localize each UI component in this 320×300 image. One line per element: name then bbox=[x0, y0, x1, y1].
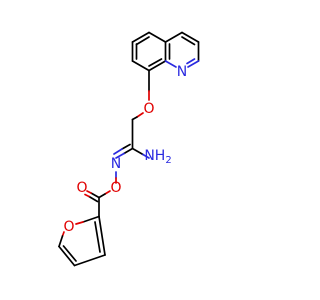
bond bbox=[123, 147, 134, 155]
oxime-nitrogen-label: N bbox=[111, 156, 121, 172]
bond bbox=[142, 153, 150, 159]
bond bbox=[181, 31, 200, 43]
molecule-structure: N O NH2 N O O O bbox=[58, 31, 200, 267]
bond bbox=[187, 60, 200, 68]
bond bbox=[121, 143, 131, 150]
bond bbox=[82, 215, 100, 223]
amine-label: NH2 bbox=[144, 148, 171, 166]
bond bbox=[104, 190, 111, 195]
molecule-canvas: N O NH2 N O O O bbox=[58, 31, 200, 267]
amine-subscript: 2 bbox=[165, 155, 171, 166]
bond bbox=[131, 116, 138, 121]
bond bbox=[84, 193, 90, 198]
bond bbox=[148, 31, 167, 43]
oxime-oxygen-label: O bbox=[110, 180, 121, 196]
bond bbox=[98, 193, 106, 199]
bond bbox=[113, 148, 123, 155]
bond bbox=[86, 190, 92, 194]
bond bbox=[148, 58, 163, 67]
bond bbox=[148, 60, 167, 72]
bond bbox=[131, 60, 150, 72]
bond bbox=[58, 235, 64, 248]
amine-text: NH bbox=[144, 148, 165, 164]
bond bbox=[136, 112, 144, 118]
bond bbox=[94, 221, 101, 253]
furan-oxygen-label: O bbox=[63, 219, 74, 235]
bond bbox=[135, 36, 150, 46]
bond bbox=[186, 58, 196, 65]
quinoline-nitrogen-label: N bbox=[177, 64, 187, 80]
bond bbox=[58, 245, 76, 267]
bond bbox=[90, 192, 100, 199]
ether-oxygen-label: O bbox=[143, 101, 154, 117]
bond bbox=[164, 60, 177, 68]
bond bbox=[164, 31, 183, 43]
bond bbox=[88, 195, 99, 203]
bond bbox=[131, 31, 150, 43]
carbonyl-oxygen-label: O bbox=[76, 180, 87, 196]
bond bbox=[131, 147, 144, 156]
bond bbox=[115, 152, 125, 159]
bond bbox=[98, 215, 106, 256]
bond bbox=[62, 245, 77, 262]
bond bbox=[75, 221, 84, 225]
bond bbox=[181, 36, 196, 46]
bond bbox=[73, 254, 106, 267]
